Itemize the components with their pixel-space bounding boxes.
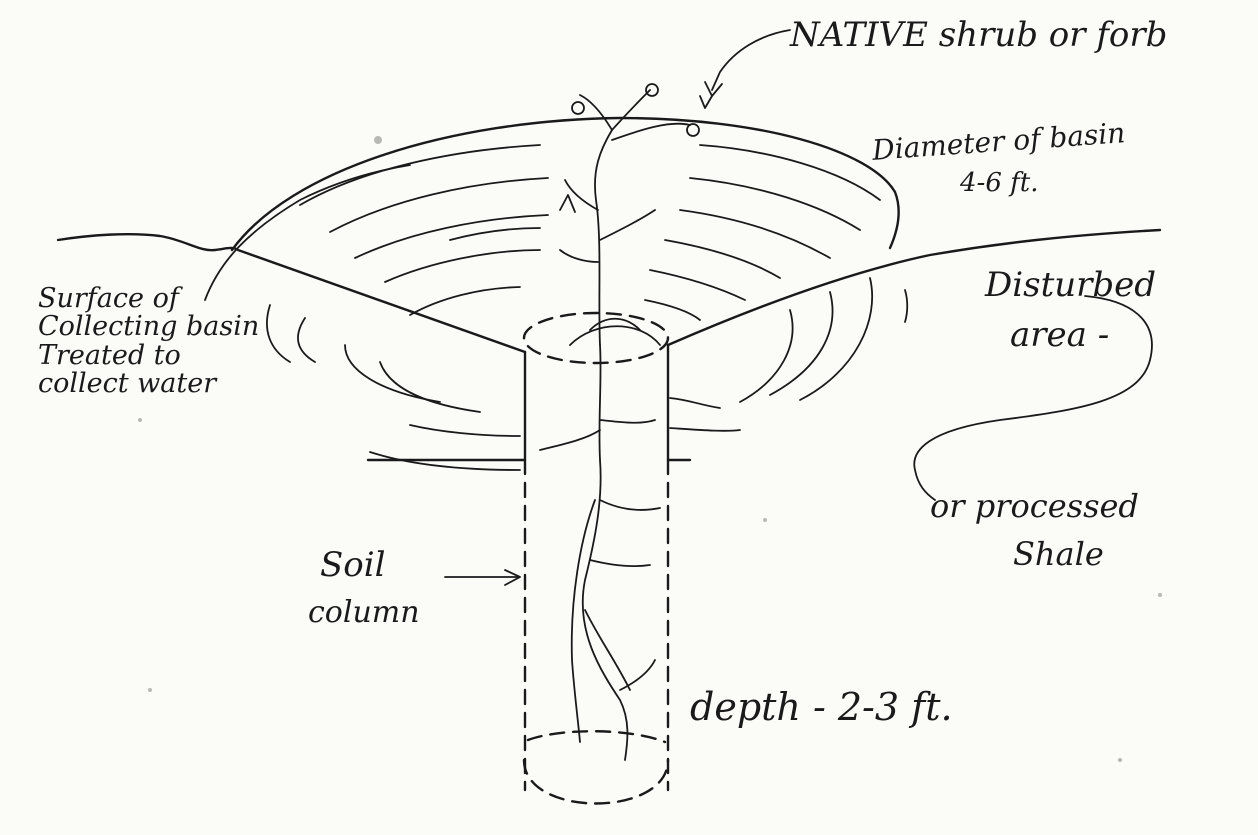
soil-column-label: Soil [320,548,386,582]
processed-shale-label-2: Shale [1013,538,1104,570]
native-shrub-label: NATIVE shrub or forb [790,18,1167,52]
disturbed-area-label: Disturbed [985,268,1156,302]
plant-stem-and-roots [540,84,712,760]
surface-leader-line [205,165,410,300]
disturbed-area-label-2: area - [1010,318,1109,352]
depth-label: depth - 2-3 ft. [690,688,953,726]
surface-line-4: collect water [38,368,216,399]
soil-column [368,313,690,804]
soil-column-label-2: column [308,598,420,628]
surface-line-2: Collecting basin [38,311,259,342]
native-leader-arrow [712,30,790,90]
collecting-basin-surface-label: Surface of Collecting basin Treated to c… [38,285,298,398]
surface-line-3: Treated to [38,340,181,371]
surface-line-1: Surface of [38,283,179,314]
processed-shale-label: or processed [930,490,1139,522]
basin-diameter-value: 4-6 ft. [960,170,1038,196]
basin-contours [267,145,907,470]
